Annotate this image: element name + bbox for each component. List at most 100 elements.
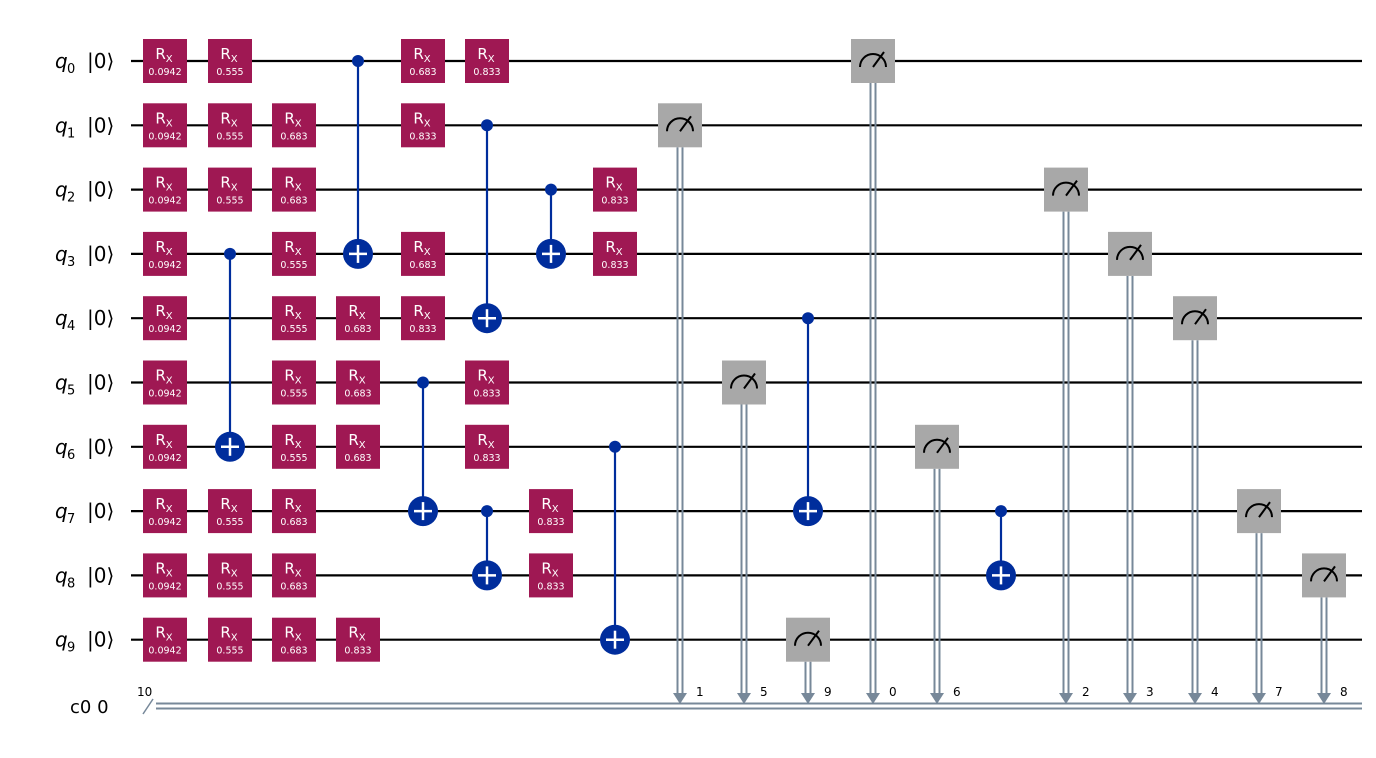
meter-icon [1052, 181, 1080, 196]
rx-subscript: X [359, 376, 366, 387]
meter-needle-icon [743, 372, 756, 390]
rx-gate-label: RX [413, 45, 430, 65]
rx-gate: RX0.555 [272, 360, 316, 405]
rx-symbol: R [155, 238, 165, 256]
rx-gate-box [401, 103, 445, 148]
rx-gate: RX0.833 [465, 360, 509, 405]
qubit-ket: |0⟩ [87, 113, 114, 137]
rx-gate-box [272, 103, 316, 148]
rx-subscript: X [616, 183, 623, 194]
qubit-name: q [55, 49, 68, 73]
rx-symbol: R [284, 431, 294, 449]
rx-gate: RX0.683 [272, 103, 316, 148]
rx-gate-param: 0.555 [280, 389, 307, 400]
rx-gate-label: RX [220, 174, 237, 194]
rx-gate-param: 0.833 [601, 196, 628, 207]
rx-gate-param: 0.683 [280, 581, 307, 592]
rx-gate-box [401, 39, 445, 83]
rx-gate-box [336, 617, 380, 662]
rx-gate: RX0.683 [272, 489, 316, 534]
rx-gate-label: RX [284, 174, 301, 194]
qubit-ket: |0⟩ [87, 178, 114, 202]
rx-gate-param: 0.555 [216, 131, 243, 142]
rx-gate: RX0.555 [208, 167, 252, 212]
rx-symbol: R [477, 45, 487, 63]
rx-subscript: X [295, 311, 302, 322]
rx-gate-box [143, 360, 187, 405]
rx-gate: RX0.833 [336, 617, 380, 662]
meter-icon [1245, 503, 1273, 518]
rx-gate-box [465, 360, 509, 405]
rx-symbol: R [220, 174, 230, 192]
rx-gate-box [143, 424, 187, 469]
rx-subscript: X [166, 504, 173, 515]
rx-gate-param: 0.683 [344, 453, 371, 464]
rx-subscript: X [166, 440, 173, 451]
measurement [851, 39, 895, 83]
rx-gate: RX0.683 [336, 424, 380, 469]
rx-gate-label: RX [155, 238, 172, 258]
rx-gate: RX0.555 [208, 489, 252, 534]
rx-gate-param: 0.833 [473, 67, 500, 78]
qubit-index: 9 [67, 641, 75, 656]
rx-subscript: X [359, 311, 366, 322]
meter-needle-icon [1129, 244, 1142, 261]
rx-gate-box [336, 360, 380, 405]
rx-subscript: X [166, 311, 173, 322]
rx-symbol: R [541, 559, 551, 577]
rx-gate-label: RX [605, 238, 622, 258]
measurement [1108, 231, 1152, 276]
classical-register-width: 10 [137, 685, 152, 699]
rx-gate: RX0.833 [465, 39, 509, 83]
rx-gate: RX0.555 [208, 617, 252, 662]
meter-needle-icon [807, 630, 820, 647]
measure-arrow [1252, 693, 1266, 704]
rx-gate-box [401, 296, 445, 341]
measurement [1044, 167, 1088, 212]
measure-bit-label: 4 [1211, 685, 1219, 699]
rx-gate-param: 0.0942 [148, 131, 181, 142]
rx-gate-param: 0.683 [409, 67, 436, 78]
meter-icon [1181, 310, 1209, 325]
rx-gate-param: 0.833 [473, 453, 500, 464]
rx-gate-box [593, 167, 637, 212]
qubit-ket: |0⟩ [87, 628, 114, 652]
rx-gate-label: RX [413, 238, 430, 258]
measurement [722, 360, 766, 405]
rx-gate-box [208, 103, 252, 148]
rx-gate-box [401, 231, 445, 276]
rx-gate: RX0.0942 [143, 296, 187, 341]
rx-gate-label: RX [413, 109, 430, 129]
measure-bit-label: 9 [824, 685, 832, 699]
rx-symbol: R [348, 367, 358, 385]
measure-arrow [737, 693, 751, 704]
rx-subscript: X [231, 118, 238, 129]
meter-needle-icon [1065, 180, 1078, 197]
measure-box [786, 617, 830, 662]
meter-icon [666, 117, 694, 132]
rx-symbol: R [155, 624, 165, 642]
rx-gate-label: RX [155, 367, 172, 387]
rx-gate-box [272, 231, 316, 276]
measure-box [1108, 231, 1152, 276]
measurement [1302, 553, 1346, 598]
rx-symbol: R [284, 109, 294, 127]
measure-box [1044, 167, 1088, 212]
measurement [915, 424, 959, 469]
qubit-index: 7 [67, 512, 75, 527]
qubit-name: q [55, 563, 68, 587]
rx-gate: RX0.683 [401, 231, 445, 276]
rx-gate: RX0.833 [465, 424, 509, 469]
rx-gate-box [143, 489, 187, 534]
rx-gate-param: 0.833 [473, 389, 500, 400]
rx-gate-label: RX [220, 495, 237, 515]
rx-subscript: X [488, 440, 495, 451]
rx-gate-label: RX [220, 109, 237, 129]
rx-symbol: R [284, 174, 294, 192]
rx-gate-box [208, 553, 252, 598]
rx-gate: RX0.0942 [143, 231, 187, 276]
qubit-name: q [55, 628, 68, 652]
meter-needle-icon [936, 437, 949, 454]
